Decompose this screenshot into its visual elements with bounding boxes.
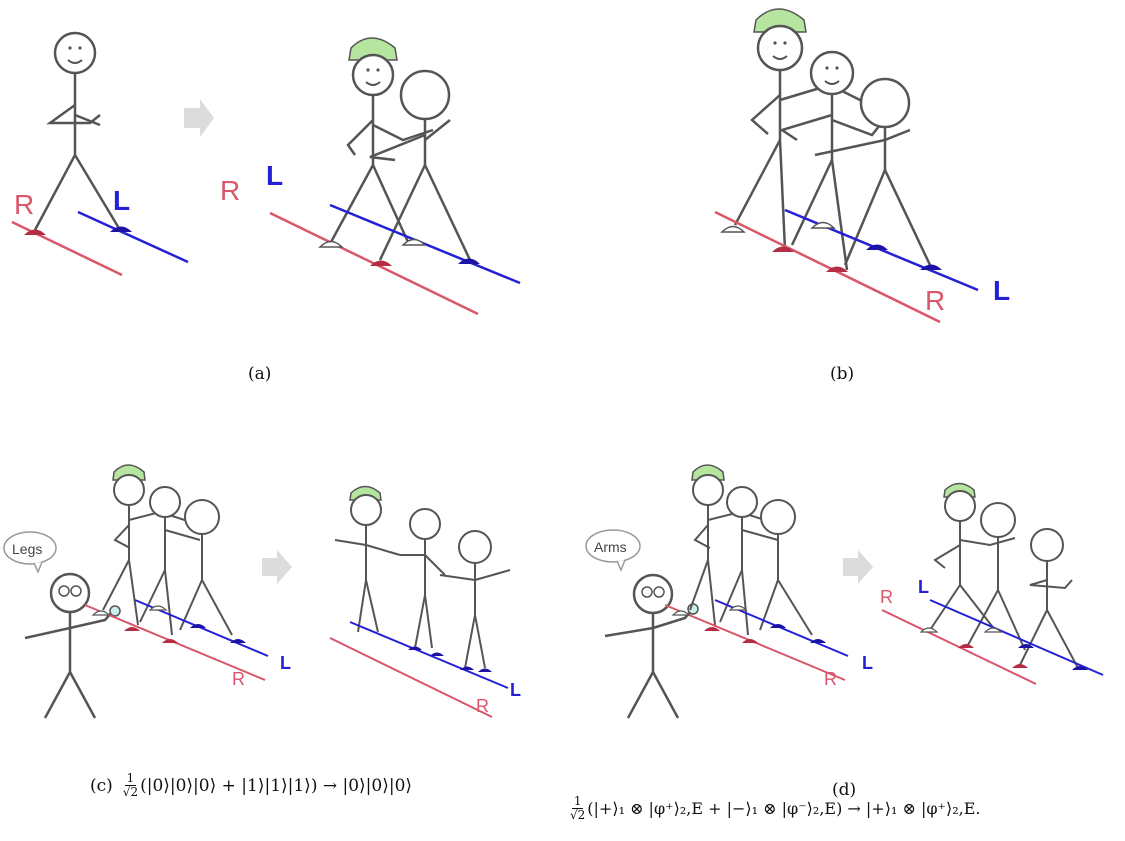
label-R-c: R xyxy=(232,669,245,689)
fraction-numerator-d: 1 xyxy=(571,794,584,809)
arrow-c xyxy=(262,550,292,584)
observer-d xyxy=(604,573,699,719)
trio-c-after xyxy=(334,485,511,669)
panel-c: Legs xyxy=(3,464,521,719)
caption-d: 1 √2 (|+⟩₁ ⊗ |φ⁺⟩₂,E + |−⟩₁ ⊗ |φ⁻⟩₂,E) →… xyxy=(568,795,980,822)
fraction-denominator: √2 xyxy=(122,785,139,799)
right-line-a xyxy=(11,220,123,277)
label-L-b: L xyxy=(993,275,1010,306)
label-R-b: R xyxy=(925,285,945,316)
caption-c-state: (|0⟩|0⟩|0⟩ + |1⟩|1⟩|1⟩) → |0⟩|0⟩|0⟩ xyxy=(140,775,413,796)
speech-bubble-arms: Arms xyxy=(585,529,641,572)
fraction-d: 1 √2 xyxy=(570,795,585,822)
foot-b-4 xyxy=(826,266,848,272)
foot-b-3 xyxy=(772,246,794,252)
trio-d-before xyxy=(689,464,813,636)
caption-a: (a) xyxy=(248,364,272,384)
person-b3 xyxy=(814,77,932,266)
right-foot-a xyxy=(24,229,46,235)
foot-a2-2 xyxy=(401,238,427,246)
person-a3 xyxy=(369,69,472,261)
fraction-c: 1 √2 xyxy=(123,772,138,799)
left-line-c2 xyxy=(349,621,509,689)
right-line-b xyxy=(714,210,941,324)
panel-b: R L xyxy=(714,8,1010,324)
label-L-a2: L xyxy=(266,160,283,191)
panel-d: Arms xyxy=(585,464,1104,719)
label-L-d2: L xyxy=(918,577,929,597)
right-line-c2 xyxy=(329,637,493,718)
person-a1 xyxy=(33,31,122,231)
foot-a2-4 xyxy=(458,258,480,264)
label-L-d: L xyxy=(862,653,873,673)
label-L-a: L xyxy=(113,185,130,216)
fraction-numerator: 1 xyxy=(124,771,137,786)
label-R-d: R xyxy=(824,669,837,689)
label-R-a2: R xyxy=(220,175,240,206)
caption-c: (c) 1 √2 (|0⟩|0⟩|0⟩ + |1⟩|1⟩|1⟩) → |0⟩|0… xyxy=(90,772,412,799)
caption-b: (b) xyxy=(830,364,855,384)
trio-d-after xyxy=(929,482,1079,669)
label-R-a: R xyxy=(14,189,34,220)
arrow-a xyxy=(184,99,214,137)
foot-b-5 xyxy=(866,244,888,250)
fraction-denominator-d: √2 xyxy=(570,808,586,822)
foot-b-2 xyxy=(810,221,836,229)
caption-d-tag: (d) xyxy=(832,780,857,800)
label-L-c: L xyxy=(280,653,291,673)
svg-text:Legs: Legs xyxy=(12,541,42,557)
foot-a2-3 xyxy=(370,260,392,266)
label-R-d2: R xyxy=(880,587,893,607)
caption-d-state: (|+⟩₁ ⊗ |φ⁺⟩₂,E + |−⟩₁ ⊗ |φ⁻⟩₂,E) → |+⟩₁… xyxy=(587,799,981,818)
caption-c-tag: (c) xyxy=(90,775,113,796)
left-foot-a xyxy=(110,226,132,232)
person-b1 xyxy=(733,8,881,251)
panel-a: R L R L xyxy=(11,31,521,316)
label-R-c2: R xyxy=(476,696,489,716)
left-line-a xyxy=(77,210,189,264)
label-L-c2: L xyxy=(510,680,521,700)
observer-c xyxy=(24,572,121,719)
trio-c-before xyxy=(102,464,233,636)
left-line-d2 xyxy=(929,599,1104,676)
svg-text:Arms: Arms xyxy=(594,539,627,555)
foot-a2-1 xyxy=(318,240,344,248)
speech-bubble-legs: Legs xyxy=(3,531,57,574)
arrow-d xyxy=(843,550,873,584)
person-a2 xyxy=(329,37,434,243)
foot-b-6 xyxy=(920,264,942,270)
person-b2 xyxy=(779,50,893,271)
right-line-d2 xyxy=(881,609,1037,685)
foot-b-1 xyxy=(720,225,746,233)
